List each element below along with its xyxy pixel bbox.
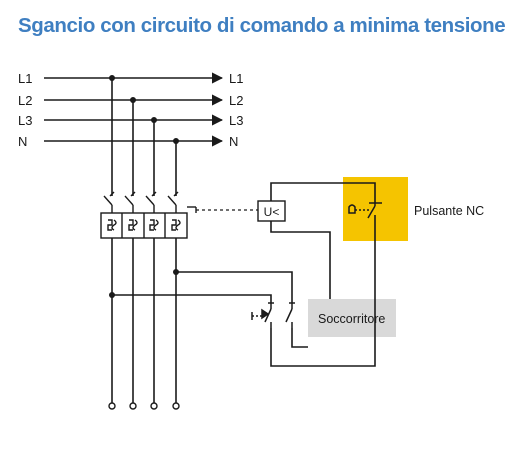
- undervoltage-relay-label: U<: [264, 205, 280, 219]
- terminal-circles: [108, 402, 180, 410]
- line-label-n-right: N: [229, 134, 238, 149]
- diagram-title: Sgancio con circuito di comando a minima…: [18, 14, 506, 37]
- line-label-l1-right: L1: [229, 71, 243, 86]
- line-label-l3-right: L3: [229, 113, 243, 128]
- line-label-l2-right: L2: [229, 93, 243, 108]
- breaker-feeds: [111, 78, 177, 196]
- nc-pushbutton-symbol: [348, 202, 382, 219]
- line-label-l2-left: L2: [18, 93, 32, 108]
- outgoing-conductors: [111, 238, 177, 403]
- auxiliary-supply-box: [308, 299, 396, 337]
- auxiliary-contact-symbol: [251, 302, 295, 328]
- line-label-l1-left: L1: [18, 71, 32, 86]
- junction-dots: [109, 75, 179, 298]
- pushbutton-label: Pulsante NC: [414, 204, 484, 218]
- four-pole-breaker: [100, 191, 197, 239]
- auxiliary-supply-label: Soccorritore: [318, 312, 385, 326]
- control-circuit-wiring: [112, 182, 376, 367]
- line-label-l3-left: L3: [18, 113, 32, 128]
- undervoltage-relay: [257, 200, 286, 222]
- line-label-n-left: N: [18, 134, 27, 149]
